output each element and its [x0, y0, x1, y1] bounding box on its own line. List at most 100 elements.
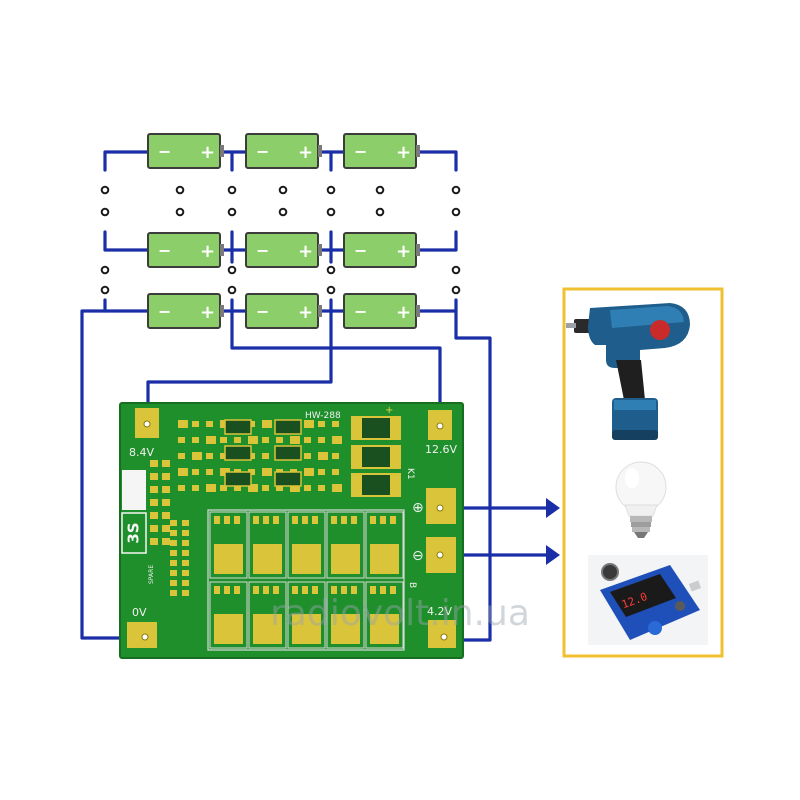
smd-part [318, 469, 325, 475]
pad-hole [143, 420, 151, 428]
dot [227, 265, 237, 275]
smd-part [206, 453, 213, 459]
smd-part [220, 437, 227, 443]
battery: −+ [147, 133, 224, 169]
battery-positive-label: + [298, 302, 313, 323]
wire-0v [80, 309, 147, 640]
battery-positive-label: + [200, 241, 215, 262]
dot [326, 285, 336, 295]
dot [100, 185, 110, 195]
label-8v4: 8.4V [129, 446, 154, 459]
smd-part [248, 436, 258, 444]
wiring [80, 150, 552, 642]
smd-part [178, 453, 185, 459]
diode-part [351, 445, 401, 469]
ic-chip [224, 445, 252, 461]
label-0v: 0V [132, 606, 147, 619]
diode-part [351, 416, 401, 440]
pad-hole [436, 551, 444, 559]
battery: −+ [343, 133, 420, 169]
smd-part [162, 486, 170, 493]
dot [326, 207, 336, 217]
smd-part [234, 485, 241, 491]
battery: −+ [245, 133, 322, 169]
dot [451, 265, 461, 275]
dot [175, 207, 185, 217]
smd-part [318, 485, 325, 491]
mosfet [326, 511, 365, 579]
battery-positive-label: + [200, 302, 215, 323]
side-label: SPARE [148, 565, 155, 584]
smd-part [182, 530, 189, 536]
pad-4v2 [428, 620, 456, 648]
smd-part [182, 590, 189, 596]
smd-part [206, 421, 213, 427]
smd-part [170, 520, 177, 526]
smd-part [304, 437, 311, 443]
label-4v2: 4.2V [427, 605, 452, 618]
label-model: HW-288 [305, 411, 341, 421]
drill-icon [566, 303, 690, 440]
battery-positive-label: + [298, 241, 313, 262]
battery-negative-label: − [256, 241, 269, 260]
smd-components [150, 416, 401, 596]
mosfet [287, 581, 326, 649]
smd-part [192, 485, 199, 491]
dot [227, 285, 237, 295]
ic-chip [274, 471, 302, 487]
wire-8v4 [146, 298, 333, 422]
battery: −+ [343, 232, 420, 268]
battery-negative-label: − [354, 302, 367, 321]
series-label-box [121, 512, 147, 554]
mosfet [248, 581, 287, 649]
smd-part [162, 525, 170, 532]
arrow-minus [546, 545, 560, 565]
smd-part [206, 469, 213, 475]
smd-part [182, 540, 189, 546]
battery: −+ [343, 293, 420, 329]
battery-negative-label: − [256, 302, 269, 321]
smd-part [150, 538, 158, 545]
smd-part [262, 468, 272, 476]
smd-part [304, 485, 311, 491]
smd-part [248, 484, 258, 492]
battery: −+ [147, 293, 224, 329]
battery: −+ [147, 232, 224, 268]
dot [326, 265, 336, 275]
ic-chip [224, 419, 252, 435]
smd-part [182, 550, 189, 556]
k1-label: K1 [405, 468, 415, 480]
smd-part [206, 436, 216, 444]
smd-part [150, 473, 158, 480]
label-small-plus: + [385, 405, 393, 416]
ic-chip [224, 471, 252, 487]
smd-part [304, 453, 311, 459]
smd-part [182, 570, 189, 576]
pad-0v [127, 622, 157, 648]
smd-part [220, 453, 227, 459]
pad-hole [436, 422, 444, 430]
smd-part [290, 484, 300, 492]
smd-part [234, 437, 241, 443]
smd-part [192, 469, 199, 475]
pad-hole [436, 504, 444, 512]
dot [326, 185, 336, 195]
smd-part [170, 530, 177, 536]
smd-part [150, 499, 158, 506]
wire-4v2 [443, 309, 492, 642]
diode-part [351, 473, 401, 497]
smd-part [182, 520, 189, 526]
smd-part [178, 468, 188, 476]
battery-positive-label: + [396, 241, 411, 262]
smd-part [150, 460, 158, 467]
battery: −+ [245, 232, 322, 268]
battery-positive-label: + [396, 142, 411, 163]
series-label: 3S [125, 522, 143, 543]
label-12v6: 12.6V [425, 443, 457, 456]
smd-part [276, 485, 283, 491]
smd-part [150, 486, 158, 493]
smd-part [162, 538, 170, 545]
dot [175, 185, 185, 195]
smd-part [178, 485, 185, 491]
smd-part [182, 560, 189, 566]
